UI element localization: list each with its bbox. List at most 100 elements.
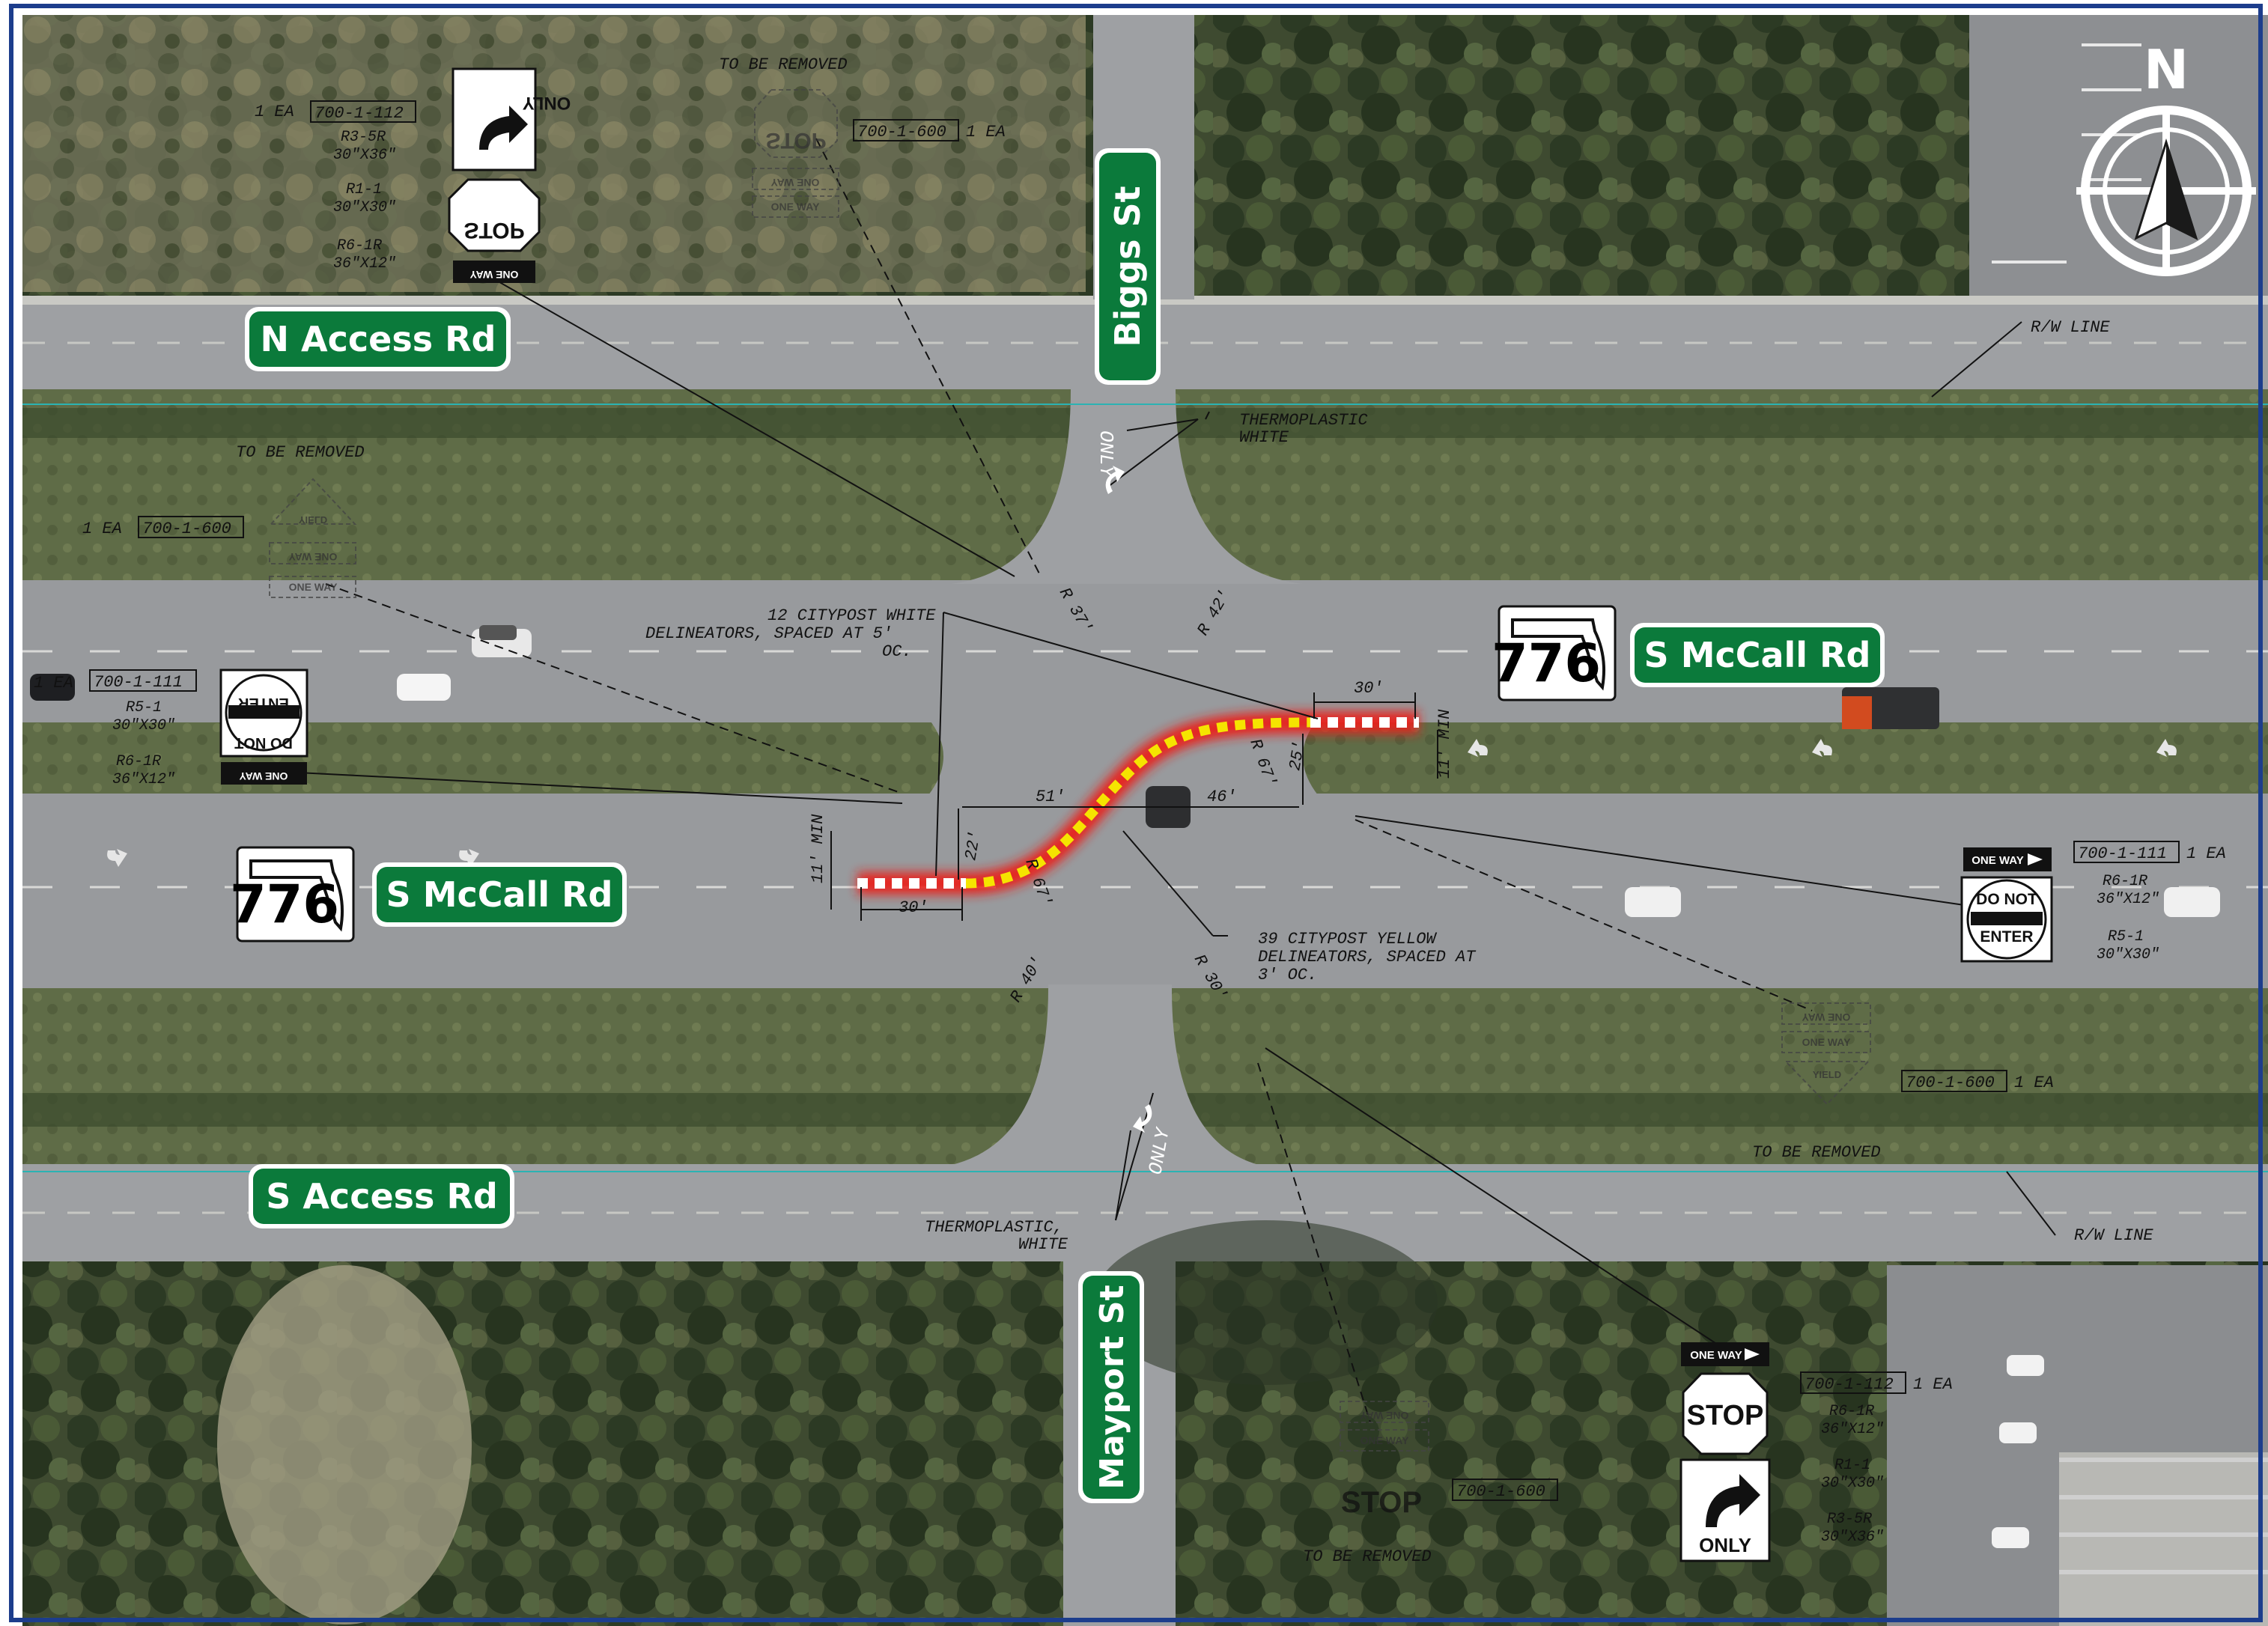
florida-outline-icon — [249, 859, 344, 932]
label-mccall-west: S McCall Rd — [372, 862, 627, 927]
dim-51: 51' — [1036, 788, 1065, 806]
pay-qty-w-yield: 1 EA — [82, 520, 122, 538]
se-sign-stack: ONE WAY STOP ONLY — [1679, 1342, 1771, 1562]
compass-north-label: N — [2144, 38, 2189, 101]
note-rw-line-south: R/W LINE — [2074, 1226, 2153, 1245]
pay-qty-n-stop: 1 EA — [966, 123, 1006, 141]
n-removed-oneway-a: ONE WAY — [770, 177, 819, 189]
se-removed-oneway-b: ONE WAY — [1802, 1036, 1851, 1048]
route-shield-east: 776 — [1492, 605, 1617, 701]
pay-qty-se-yield: 1 EA — [2014, 1074, 2054, 1092]
se-removed-oneway-a: ONE WAY — [1802, 1011, 1850, 1023]
dim-east-min: 11' MIN — [1435, 709, 1454, 779]
w-removed-oneway-a: ONE WAY — [288, 551, 337, 563]
se-only-sign-text: ONLY — [1699, 1534, 1751, 1556]
nw-only-sign-text: ONLY — [523, 93, 571, 113]
note-thermoplastic-south-color: WHITE — [1018, 1235, 1068, 1254]
spec-e-2: R5-1 — [2108, 928, 2144, 946]
spec-w-1: R5-1 — [126, 699, 162, 716]
note-to-be-removed-n: TO BE REMOVED — [719, 55, 848, 74]
spec-nw-3: R6-1R — [337, 237, 382, 255]
note-white-delineators-2: DELINEATORS, SPACED AT 5' — [645, 624, 893, 643]
route-number-west: 776 — [230, 874, 339, 935]
pavement-left-arrow-north — [1105, 466, 1125, 494]
label-biggs: Biggs St — [1095, 148, 1161, 385]
pay-code-n-stop: 700-1-600 — [857, 123, 946, 141]
spec-se-1-size: 36"X12" — [1821, 1421, 1884, 1438]
n-removed-oneway-b: ONE WAY — [771, 201, 820, 213]
pavement-right-arrow-south — [1133, 1104, 1152, 1133]
label-mccall-east-text: S McCall Rd — [1644, 635, 1871, 675]
route-number-east: 776 — [1492, 633, 1601, 694]
dim-east-taper: 30' — [1354, 679, 1384, 698]
vehicles — [30, 625, 2220, 917]
s-removed-oneway-b: ONE WAY — [1361, 1434, 1409, 1446]
pay-code-w-yield: 700-1-600 — [142, 520, 231, 538]
label-n-access-text: N Access Rd — [261, 319, 496, 359]
right-turn-arrow-icon — [1706, 1474, 1760, 1527]
pay-qty-se-stop: 1 EA — [1913, 1375, 1953, 1394]
spec-se-3: R3-5R — [1827, 1511, 1872, 1528]
label-n-access: N Access Rd — [245, 307, 511, 371]
spec-se-3-size: 30"X36" — [1821, 1529, 1884, 1546]
florida-outline-icon — [1511, 618, 1605, 691]
se-removed-signs: ONE WAY ONE WAY YIELD — [1781, 1002, 1871, 1106]
nw-stop-sign-text: STOP — [463, 218, 524, 243]
note-white-delineators-3: OC. — [882, 642, 912, 661]
note-thermoplastic-north: THERMOPLASTIC — [1239, 411, 1368, 430]
dimension-lines — [269, 276, 2056, 1348]
spec-se-2: R1-1 — [1834, 1457, 1870, 1474]
note-thermoplastic-north-color: WHITE — [1239, 428, 1289, 447]
route-shield-west: 776 — [230, 846, 355, 943]
delineator-path — [857, 711, 1419, 895]
pay-qty-nw: 1 EA — [255, 103, 294, 121]
w-removed-oneway-b: ONE WAY — [289, 581, 338, 593]
s-removed-signs: ONE WAY ONE WAY STOP — [1340, 1401, 1429, 1519]
w-removed-signs: YIELD ONE WAY ONE WAY — [269, 478, 357, 598]
s-removed-stop-text: STOP — [1341, 1486, 1422, 1519]
pavement-only-north: ONLY — [1095, 430, 1117, 479]
note-to-be-removed-se: TO BE REMOVED — [1752, 1143, 1881, 1162]
dim-west-min: 11' MIN — [809, 814, 827, 883]
e-dne-donot-text: DO NOT — [1976, 891, 2037, 908]
spec-e-2-size: 30"X30" — [2097, 946, 2159, 963]
w-do-not-enter-stack: ENTER DO NOT ONE WAY — [219, 669, 308, 785]
label-mayport: Mayport St — [1078, 1271, 1144, 1503]
se-removed-yield-text: YIELD — [1813, 1069, 1841, 1080]
note-yellow-delineators: 39 CITYPOST YELLOW — [1258, 930, 1437, 948]
note-yellow-delineators-3: 3' OC. — [1258, 966, 1317, 984]
e-dne-enter-text: ENTER — [1980, 928, 2033, 946]
pay-code-e-dne: 700-1-111 — [2078, 844, 2167, 863]
pay-qty-w-dne: 1 EA — [34, 674, 73, 692]
north-arrow-compass: N — [2076, 38, 2256, 276]
nw-sign-stack: ONLY STOP ONE WAY — [448, 67, 571, 283]
stop-sign-icon — [448, 178, 541, 252]
note-white-delineators: 12 CITYPOST WHITE — [767, 606, 936, 625]
spec-nw-2-size: 30"X30" — [333, 199, 396, 216]
note-to-be-removed-s: TO BE REMOVED — [1303, 1547, 1432, 1566]
stop-sign-icon — [1682, 1372, 1769, 1455]
e-do-not-enter-stack: ONE WAY DO NOT ENTER — [1960, 847, 2053, 963]
label-mccall-west-text: S McCall Rd — [386, 874, 613, 915]
spec-e-1-size: 36"X12" — [2097, 891, 2159, 908]
pay-code-w-dne: 700-1-111 — [94, 673, 183, 692]
spec-se-2-size: 30"X30" — [1821, 1475, 1884, 1492]
label-mccall-east: S McCall Rd — [1630, 623, 1885, 687]
se-one-way-text: ONE WAY — [1690, 1349, 1742, 1362]
turn-arrow-icon — [479, 106, 528, 150]
label-biggs-text: Biggs St — [1107, 186, 1148, 347]
pay-code-s-stop: 700-1-600 — [1456, 1482, 1545, 1501]
spec-nw-1: R3-5R — [341, 129, 386, 146]
label-mayport-text: Mayport St — [1093, 1285, 1131, 1489]
note-rw-line-north: R/W LINE — [2031, 318, 2110, 337]
e-one-way-text: ONE WAY — [1971, 854, 2023, 867]
mccall-westbound-lanes — [22, 794, 2268, 988]
note-to-be-removed-w: TO BE REMOVED — [236, 443, 365, 462]
label-s-access: S Access Rd — [249, 1164, 514, 1228]
note-yellow-delineators-2: DELINEATORS, SPACED AT — [1258, 948, 1477, 966]
label-s-access-text: S Access Rd — [266, 1176, 498, 1217]
dim-46: 46' — [1207, 788, 1237, 806]
spec-e-1: R6-1R — [2103, 873, 2147, 890]
dim-west-taper: 30' — [899, 898, 928, 917]
